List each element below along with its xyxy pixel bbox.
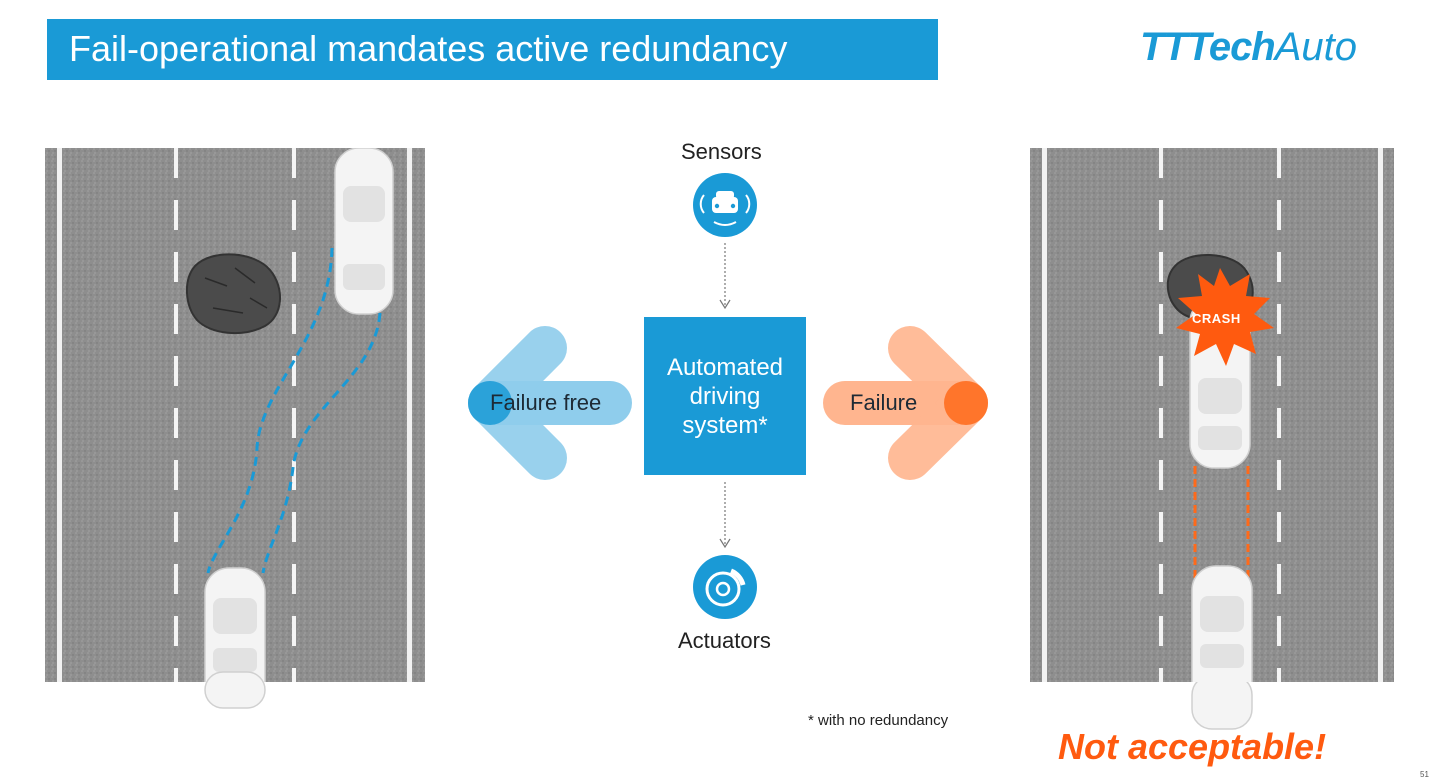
car-start [204, 567, 266, 682]
edge-line-left [1042, 148, 1047, 682]
road-failure-free-graphic [45, 148, 425, 682]
footnote: * with no redundancy [808, 712, 949, 729]
rock-obstacle [186, 253, 282, 335]
brake-disc-icon [693, 555, 757, 619]
failure-label: Failure [850, 390, 918, 415]
evasive-path [206, 247, 334, 574]
logo-bold-part: TTTech [1140, 25, 1276, 69]
rock-texture [204, 267, 268, 314]
edge-line-left [57, 148, 62, 682]
road-scene-failure-free [45, 148, 425, 682]
road-scene-failure [1030, 148, 1394, 682]
actuators-connector-arrowhead [719, 538, 731, 549]
car-crash-overhang [1191, 674, 1253, 730]
car-avoiding [334, 148, 394, 315]
title-bar: Fail-operational mandates active redunda… [47, 19, 938, 80]
slide-title: Fail-operational mandates active redunda… [69, 28, 788, 69]
road-failure-graphic [1030, 148, 1394, 682]
edge-line-right [407, 148, 412, 682]
company-logo: TTTechAuto [1140, 22, 1357, 72]
page-number: 51 [1420, 770, 1429, 779]
actuators-label: Actuators [678, 628, 771, 653]
car-sensor-icon [693, 173, 757, 237]
sensors-label: Sensors [681, 139, 762, 164]
crash-label: CRASH [1192, 311, 1241, 326]
logo-light-part: Auto [1274, 25, 1358, 69]
evasive-path [261, 312, 382, 574]
automated-driving-system-box: Automated driving system* [644, 317, 806, 475]
failure-free-label: Failure free [490, 390, 602, 415]
crash-burst [1176, 268, 1274, 366]
verdict-text: Not acceptable! [1058, 726, 1327, 767]
car-start [1191, 565, 1253, 682]
edge-line-right [1378, 148, 1383, 682]
sensors-connector-arrowhead [719, 299, 731, 310]
automated-driving-system-label: Automated driving system* [666, 353, 784, 439]
